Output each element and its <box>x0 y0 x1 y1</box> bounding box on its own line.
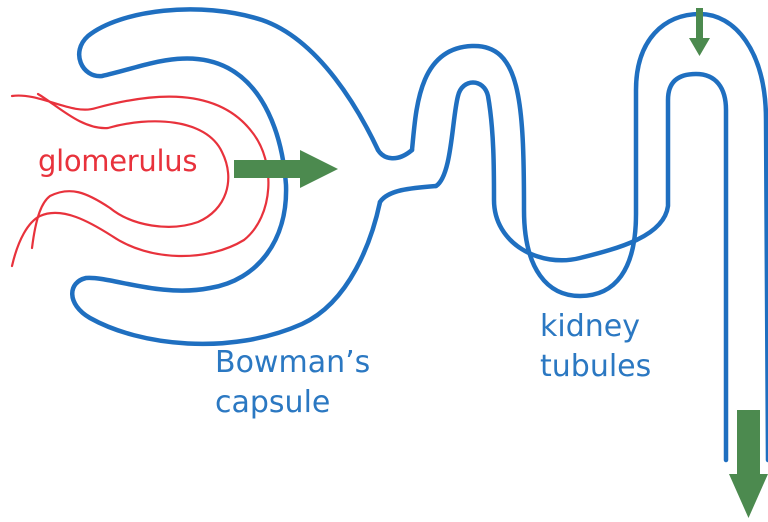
kidney-tubules-label: kidney tubules <box>540 307 651 387</box>
glomerulus-label: glomerulus <box>38 146 197 178</box>
kidney-tubule-inner-wall <box>436 74 726 460</box>
kidney-tubules-label-line2: tubules <box>540 347 651 387</box>
capsule-neck-upper <box>378 150 412 158</box>
bowmans-capsule-label-line2: capsule <box>215 383 370 423</box>
capsule-neck-lower <box>380 186 436 202</box>
bowmans-capsule-label: Bowman’s capsule <box>215 343 370 423</box>
urine-outflow-arrow <box>729 410 768 518</box>
bowmans-capsule-label-line1: Bowman’s <box>215 343 370 383</box>
kidney-tubules-label-line1: kidney <box>540 307 651 347</box>
